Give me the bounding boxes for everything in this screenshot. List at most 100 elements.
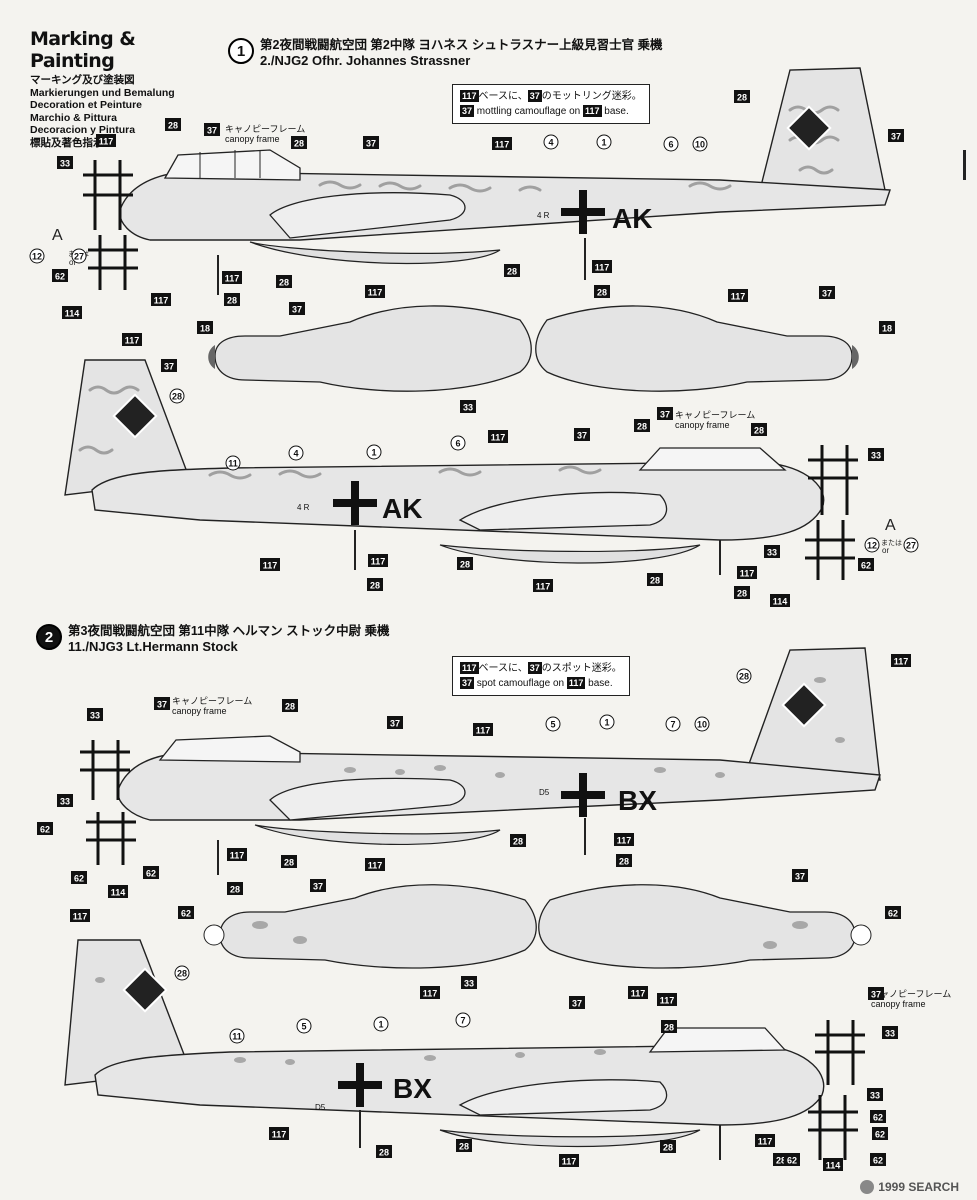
callout-117: 117 — [559, 1154, 579, 1167]
svg-text:37: 37 — [572, 999, 582, 1009]
svg-text:28: 28 — [177, 969, 187, 979]
callout-117: 117 — [592, 260, 612, 273]
callout-33: 33 — [57, 794, 73, 807]
callout-37: 37 — [204, 123, 220, 136]
svg-text:33: 33 — [767, 548, 777, 558]
s2-canopy-jp-right: キャノピーフレーム — [871, 989, 951, 999]
s1-canopy-jp-left: キャノピーフレーム — [225, 124, 305, 134]
callout-28: 28 — [227, 882, 243, 895]
s1-code-right: AK — [382, 493, 422, 524]
callout-62: 62 — [37, 822, 53, 835]
scheme2-header: 2 第3夜間戦闘航空団 第11中隊 ヘルマン ストック中尉 乗機 11./NJG… — [36, 624, 390, 654]
svg-text:37: 37 — [390, 719, 400, 729]
svg-text:117: 117 — [495, 140, 510, 150]
svg-text:33: 33 — [60, 159, 70, 169]
s1-or-en-left: or — [69, 258, 76, 267]
callout-62: 62 — [143, 866, 159, 879]
svg-text:62: 62 — [873, 1156, 883, 1166]
svg-text:117: 117 — [491, 433, 506, 443]
s2-stencil-right: D5 — [315, 1103, 326, 1112]
svg-text:62: 62 — [861, 561, 871, 571]
svg-text:37: 37 — [164, 362, 174, 372]
callout-28: 28 — [504, 264, 520, 277]
scheme2-title-jp: 第3夜間戦闘航空団 第11中隊 ヘルマン ストック中尉 乗機 — [68, 624, 390, 638]
callout-117: 117 — [755, 1134, 775, 1147]
svg-text:37: 37 — [660, 410, 670, 420]
callout-117: 117 — [269, 1127, 289, 1140]
callout-37: 37 — [154, 697, 170, 710]
callout-28: 28 — [169, 388, 185, 404]
callout-5: 5 — [545, 716, 561, 732]
svg-text:28: 28 — [663, 1143, 673, 1153]
svg-text:1: 1 — [604, 718, 609, 728]
svg-text:33: 33 — [90, 711, 100, 721]
callout-117: 117 — [122, 333, 142, 346]
svg-text:5: 5 — [301, 1022, 306, 1032]
svg-text:28: 28 — [664, 1023, 674, 1033]
svg-text:28: 28 — [370, 581, 380, 591]
svg-text:33: 33 — [885, 1029, 895, 1039]
note2-jp-end: のスポット迷彩。 — [541, 663, 622, 674]
svg-text:37: 37 — [313, 882, 323, 892]
svg-text:117: 117 — [740, 569, 755, 579]
callout-117: 117 — [488, 430, 508, 443]
svg-text:117: 117 — [731, 292, 746, 302]
svg-text:117: 117 — [73, 912, 88, 922]
callout-28: 28 — [660, 1140, 676, 1153]
svg-text:117: 117 — [125, 336, 140, 346]
callout-117: 117 — [566, 677, 586, 689]
callout-28: 28 — [376, 1145, 392, 1158]
svg-text:33: 33 — [464, 979, 474, 989]
callout-28: 28 — [224, 293, 240, 306]
callout-7: 7 — [455, 1012, 471, 1028]
header-line-es: Decoracion y Pintura — [30, 124, 136, 137]
callout-27: 27 — [71, 248, 87, 264]
callout-62: 62 — [870, 1110, 886, 1123]
watermark: 1999 SEARCH — [860, 1180, 959, 1194]
callout-28: 28 — [616, 854, 632, 867]
callout-117: 117 — [260, 558, 280, 571]
callout-117: 117 — [368, 554, 388, 567]
svg-text:62: 62 — [40, 825, 50, 835]
s1-stencil-left: 4 R — [537, 211, 550, 220]
svg-text:62: 62 — [873, 1113, 883, 1123]
svg-text:37: 37 — [891, 132, 901, 142]
svg-text:6: 6 — [455, 439, 460, 449]
svg-text:62: 62 — [888, 909, 898, 919]
scheme1-number: 1 — [228, 38, 254, 64]
callout-28: 28 — [594, 285, 610, 298]
svg-text:27: 27 — [74, 252, 84, 262]
scheme1-header: 1 第2夜間戦闘航空団 第2中隊 ヨハネス シュトラスナー上級見習士官 乗機 2… — [228, 38, 663, 68]
callout-117: 117 — [420, 986, 440, 999]
watermark-logo-icon — [860, 1180, 875, 1194]
scheme2-title-en: 11./NJG3 Lt.Hermann Stock — [68, 639, 238, 654]
callout-62: 62 — [858, 558, 874, 571]
callout-28: 28 — [634, 419, 650, 432]
scheme1-title-en: 2./NJG2 Ofhr. Johannes Strassner — [260, 53, 471, 68]
s1-code-left: AK — [612, 203, 652, 234]
s1-option-a-right: A — [885, 517, 896, 534]
callout-117: 117 — [222, 271, 242, 284]
callout-37: 37 — [574, 428, 590, 441]
callout-11: 11 — [229, 1028, 245, 1044]
s2-canopy-en-left: canopy frame — [172, 706, 227, 716]
svg-text:28: 28 — [459, 1142, 469, 1152]
svg-text:37: 37 — [822, 289, 832, 299]
callout-28: 28 — [734, 586, 750, 599]
header-line-zh: 標貼及著色指示 — [30, 136, 104, 149]
callout-7: 7 — [665, 716, 681, 732]
callout-62: 62 — [885, 906, 901, 919]
s1-canopy-en-left: canopy frame — [225, 134, 280, 144]
svg-text:37: 37 — [871, 990, 881, 1000]
svg-text:117: 117 — [595, 263, 610, 273]
watermark-text: 1999 SEARCH — [878, 1180, 959, 1194]
svg-text:117: 117 — [536, 582, 551, 592]
s2-aircraft-right — [64, 939, 865, 1160]
svg-text:28: 28 — [294, 139, 304, 149]
svg-text:62: 62 — [875, 1130, 885, 1140]
callout-37: 37 — [569, 996, 585, 1009]
header-line-jp: マーキング及び塗装図 — [30, 74, 135, 86]
s1-nacelle-views — [208, 305, 859, 392]
note2-en-end: base. — [588, 678, 613, 689]
